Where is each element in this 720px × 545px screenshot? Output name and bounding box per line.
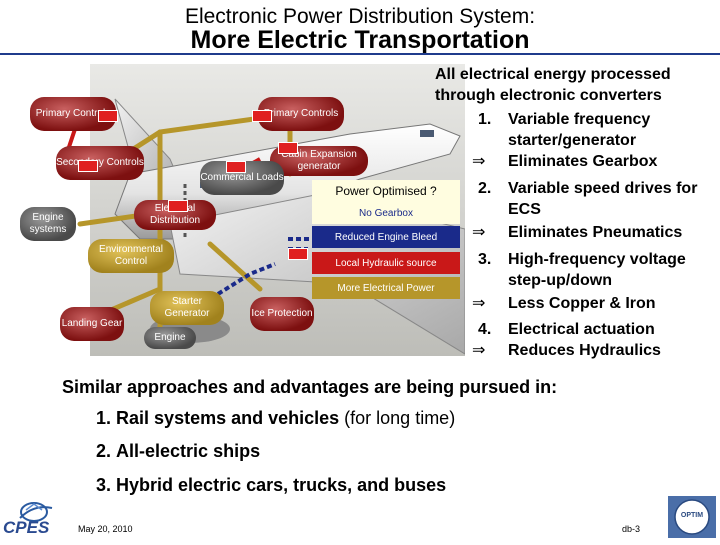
title-divider	[0, 53, 720, 55]
benefit-text: Variable speed drives for ECS	[508, 180, 698, 218]
red-marker	[288, 248, 308, 260]
benefit-text: High-frequency voltage step-up/down	[508, 251, 686, 289]
red-marker	[78, 160, 98, 172]
implies-arrow-icon: ⇒	[472, 153, 486, 170]
pill-engine-systems: Engine systems	[20, 207, 76, 241]
approaches-intro: Similar approaches and advantages are be…	[62, 377, 558, 397]
optim-logo: OPTIM	[668, 496, 716, 538]
banner-reduced-engine-bleed: Reduced Engine Bleed	[312, 226, 460, 248]
approach-item: 1. Rail systems and vehicles (for long t…	[96, 408, 455, 429]
red-marker	[226, 161, 246, 173]
benefit-result: Eliminates Pneumatics	[508, 224, 683, 241]
red-marker	[252, 110, 272, 122]
approach-item: 3. Hybrid electric cars, trucks, and bus…	[96, 475, 446, 496]
banner-local-hydraulic-source: Local Hydraulic source	[312, 252, 460, 274]
slide-title: Electronic Power Distribution System:	[184, 5, 536, 28]
red-marker	[278, 142, 298, 154]
benefit-text: Variable frequency starter/generator	[508, 111, 651, 149]
slide-subtitle: More Electric Transportation	[190, 26, 530, 54]
benefit-text: Electrical actuation	[508, 321, 655, 338]
implies-arrow-icon: ⇒	[472, 295, 486, 312]
optim-logo-text: OPTIM	[680, 512, 704, 519]
benefit-number: 1.	[478, 111, 492, 128]
benefit-result: Less Copper & Iron	[508, 295, 656, 312]
approach-text: Hybrid electric cars, trucks, and buses	[116, 475, 447, 495]
pill-primary-controls-right: Primary Controls	[258, 97, 344, 131]
approach-number: 2.	[96, 441, 112, 461]
cpes-logo-text: CPES	[3, 518, 50, 537]
cpes-logo: CPES	[0, 496, 70, 540]
implies-arrow-icon: ⇒	[472, 224, 486, 241]
cpes-swoosh-icon	[19, 502, 53, 522]
pill-ice-protection: Ice Protection	[250, 297, 314, 331]
approach-number: 3.	[96, 475, 112, 495]
approach-text: Rail systems and vehicles	[116, 408, 340, 428]
footer-date: May 20, 2010	[78, 524, 133, 534]
aircraft-diagram: Primary Controls Primary Controls Second…	[20, 64, 465, 356]
pill-secondary-controls: Secondary Controls	[56, 146, 144, 180]
red-marker	[98, 110, 118, 122]
power-optimised-label: Power Optimised ?	[312, 180, 460, 202]
optim-logo-icon	[668, 496, 716, 538]
benefit-item: 1. Variable frequency starter/generator …	[430, 109, 720, 170]
pill-environmental-control: Environmental Control	[88, 239, 174, 273]
approach-number: 1.	[96, 408, 112, 428]
pill-landing-gear: Landing Gear	[60, 307, 124, 341]
approach-item: 2. All-electric ships	[96, 441, 260, 462]
pill-engine: Engine	[144, 327, 196, 349]
approach-note: (for long time)	[339, 408, 456, 428]
benefit-number: 2.	[478, 180, 492, 197]
approach-text: All-electric ships	[116, 441, 261, 461]
benefits-intro: All electrical energy processed through …	[435, 66, 671, 104]
implies-arrow-icon: ⇒	[472, 342, 486, 359]
benefit-result: Eliminates Gearbox	[508, 153, 658, 170]
benefit-item: 4. Electrical actuation ⇒ Reduces Hydrau…	[430, 319, 720, 363]
footer-page-number: db-3	[622, 524, 641, 534]
benefit-number: 4.	[478, 321, 492, 338]
red-marker	[168, 200, 188, 212]
benefit-number: 3.	[478, 251, 492, 268]
benefit-item: 3. High-frequency voltage step-up/down ⇒…	[430, 249, 720, 312]
benefit-result: Reduces Hydraulics	[508, 342, 661, 359]
pill-starter-generator: Starter Generator	[150, 291, 224, 325]
banner-more-electrical-power: More Electrical Power	[312, 277, 460, 299]
banner-no-gearbox: No Gearbox	[312, 202, 460, 224]
benefit-item: 2. Variable speed drives for ECS ⇒ Elimi…	[430, 178, 720, 241]
